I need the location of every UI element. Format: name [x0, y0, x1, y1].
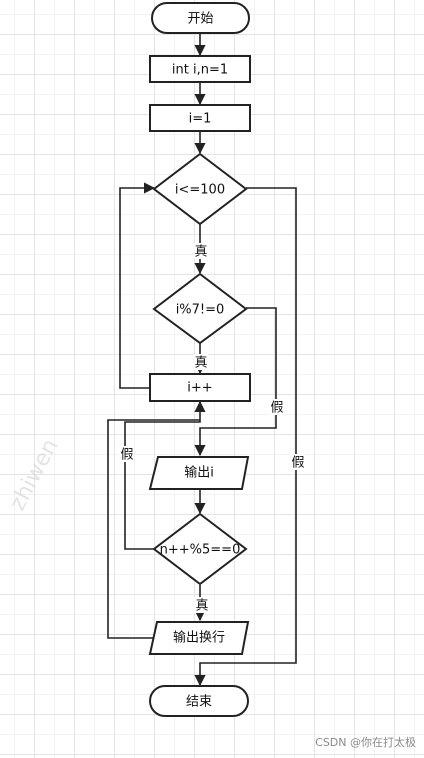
init-label: i=1: [189, 112, 212, 127]
mod5-true-label: 真: [195, 599, 208, 614]
start-terminal: [151, 2, 250, 34]
declare-process: [149, 55, 251, 83]
watermark-text: zhiwen: [5, 435, 63, 515]
edge-newline-increment: [107, 419, 200, 639]
loop-false-label: 假: [291, 456, 304, 471]
loop-true-label: 真: [194, 245, 207, 260]
increment-process: [149, 373, 251, 402]
mod5-condition-label: n++%5==0: [160, 543, 241, 558]
source-credit: CSDN @你在打太极: [315, 736, 416, 749]
mod7-true-label: 真: [194, 356, 207, 371]
end-label: 结束: [186, 695, 212, 710]
init-process: [149, 104, 251, 132]
output-i-io: [148, 456, 250, 490]
edge-mod7-output: [194, 307, 277, 457]
mod5-false-label: 假: [120, 448, 133, 463]
increment-label: i++: [187, 381, 212, 396]
loop-condition-decision: [152, 152, 248, 226]
output-newline-io: [148, 621, 250, 655]
end-terminal: [149, 685, 249, 717]
mod7-false-label: 假: [270, 401, 283, 416]
mod5-condition-decision: [152, 512, 248, 586]
loop-condition-label: i<=100: [175, 183, 225, 198]
output-i-label: 输出i: [184, 465, 214, 481]
edge-mod5-increment: [124, 400, 206, 550]
edge-loop-end: [194, 187, 297, 687]
output-newline-label: 输出换行: [173, 630, 225, 646]
edge-increment-loop: [119, 182, 156, 389]
mod7-condition-decision: [152, 272, 248, 345]
declare-label: int i,n=1: [172, 63, 228, 78]
mod7-condition-label: i%7!=0: [176, 303, 225, 318]
start-label: 开始: [187, 12, 213, 27]
